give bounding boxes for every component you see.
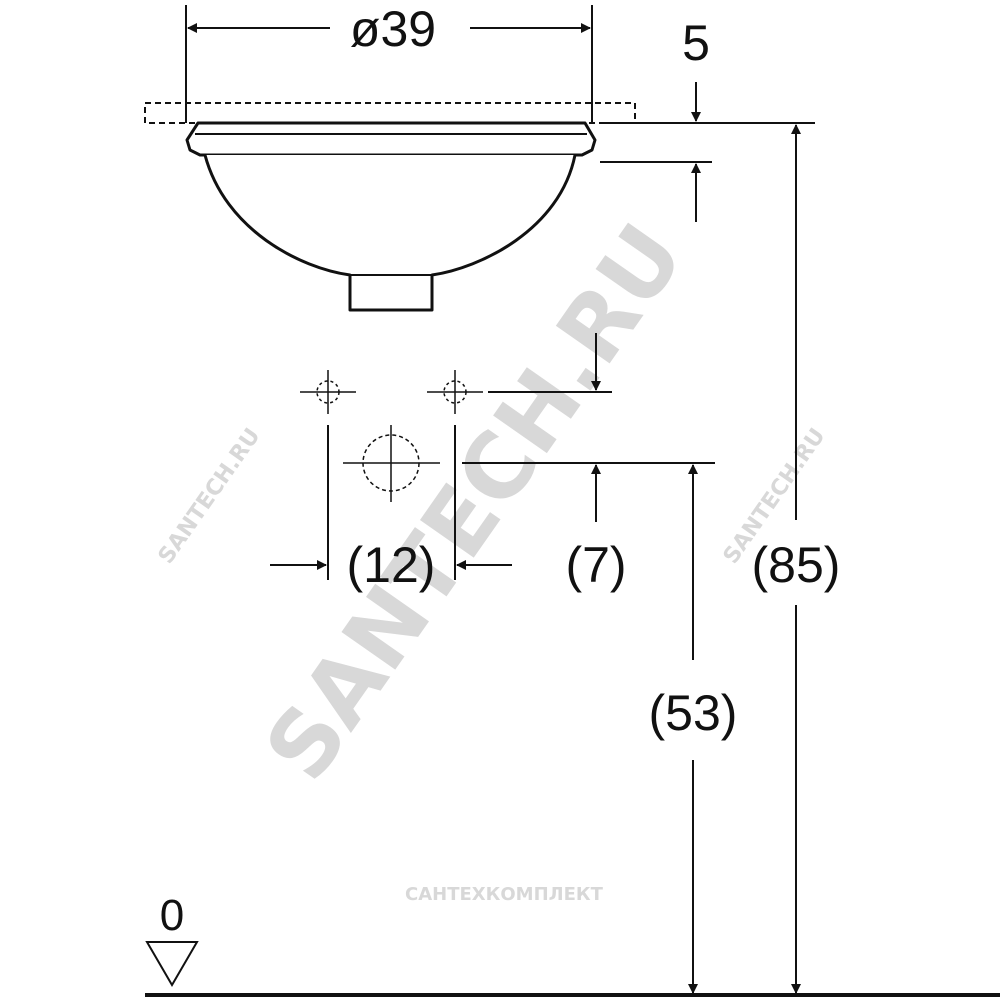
tap-hole-center <box>343 425 440 502</box>
rim-label: 5 <box>682 15 710 71</box>
tap-offset-dimension <box>462 333 715 522</box>
floor-level-label: 0 <box>160 891 184 940</box>
washbasin-shape <box>185 121 597 312</box>
watermark-side-left: SANTECH.RU <box>154 424 266 569</box>
tap-holes <box>300 370 483 502</box>
watermark-main: SANTECH.RU <box>245 206 704 799</box>
countertop-outline <box>144 102 636 124</box>
tap-height-label: (53) <box>649 685 738 741</box>
watermarks: SANTECH.RU SANTECH.RU SANTECH.RU САНТЕХК… <box>154 206 831 905</box>
tap-spacing-dimension <box>270 425 512 580</box>
tap-hole-right <box>427 370 483 414</box>
floor-level-triangle <box>145 941 199 987</box>
total-height-label: (85) <box>752 537 841 593</box>
watermark-footer: САНТЕХКОМПЛЕКТ <box>405 884 604 905</box>
tap-hole-left <box>300 370 356 414</box>
diameter-dimension <box>185 5 593 123</box>
tap-offset-label: (7) <box>565 537 626 593</box>
rim-dimension <box>600 82 815 222</box>
tap-spacing-label: (12) <box>347 537 436 593</box>
diameter-label: ø39 <box>350 1 436 57</box>
